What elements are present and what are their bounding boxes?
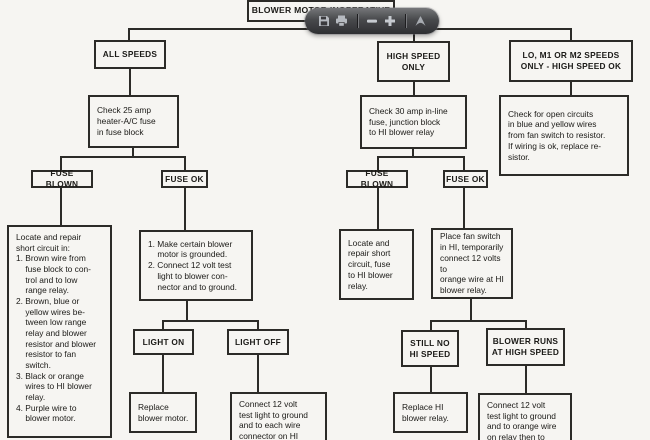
flow-node-lo-m1-m2-speeds: LO, M1 OR M2 SPEEDS ONLY - HIGH SPEED OK — [509, 40, 633, 82]
flow-node-check-25amp-fuse: Check 25 amp heater-A/C fuse in fuse blo… — [88, 95, 179, 148]
flow-node-still-no-hi-speed: STILL NO HI SPEED — [401, 330, 459, 367]
connector-line — [430, 320, 432, 331]
connector-line — [463, 186, 465, 229]
connector-line — [129, 68, 131, 96]
toolbar-separator — [404, 14, 406, 28]
connector-line — [570, 80, 572, 96]
connector-line — [413, 80, 415, 96]
flow-node-light-on: LIGHT ON — [133, 329, 194, 355]
flow-node-blower-runs-high: BLOWER RUNS AT HIGH SPEED — [486, 328, 565, 366]
floating-toolbar — [305, 8, 439, 34]
connector-line — [463, 156, 465, 171]
connector-line — [162, 320, 259, 322]
connector-line — [377, 156, 465, 158]
flow-node-high-speed-only: HIGH SPEED ONLY — [377, 41, 450, 82]
connector-line — [525, 320, 527, 329]
save-icon[interactable] — [317, 13, 330, 29]
connector-line — [128, 28, 130, 41]
flow-node-replace-relay: Replace HI blower relay. — [393, 392, 468, 433]
connector-line — [132, 146, 134, 157]
flow-node-light-off: LIGHT OFF — [227, 329, 289, 355]
connector-line — [162, 320, 164, 330]
connector-line — [377, 186, 379, 230]
zoom-out-icon[interactable] — [365, 13, 378, 29]
flow-node-replace-motor: Replace blower motor. — [129, 392, 197, 433]
flow-node-connect-orange-wire: Connect 12 volt test light to ground and… — [478, 393, 572, 440]
zoom-in-icon[interactable] — [384, 13, 397, 29]
flow-node-ground-test: 1. Make certain blower motor is grounded… — [139, 230, 253, 301]
connector-line — [413, 28, 415, 42]
flow-node-all-speeds: ALL SPEEDS — [94, 40, 166, 69]
connector-line — [525, 364, 527, 394]
flow-node-check-30amp-fuse: Check 30 amp in-line fuse, junction bloc… — [360, 95, 467, 149]
connector-line — [570, 28, 572, 41]
flow-node-place-fan-switch: Place fan switch in HI, temporarily conn… — [431, 228, 513, 299]
flow-node-fuse-ok-mid: FUSE OK — [443, 170, 488, 188]
connector-line — [257, 320, 259, 330]
connector-line — [377, 156, 379, 171]
flow-node-check-open-circuits: Check for open circuits in blue and yell… — [499, 95, 629, 176]
flow-node-short-circuit-hi: Locate and repair short circuit, fuse to… — [339, 229, 414, 300]
connector-line — [60, 156, 186, 158]
flow-node-fuse-ok-left: FUSE OK — [161, 170, 208, 188]
connector-line — [430, 365, 432, 393]
toolbar-separator — [356, 14, 358, 28]
connector-line — [60, 156, 62, 171]
flow-node-fuse-blown-mid: FUSE BLOWN — [346, 168, 408, 189]
flow-node-short-circuit-list: Locate and repair short circuit in: 1. B… — [7, 225, 112, 438]
acrobat-icon[interactable] — [414, 13, 427, 29]
connector-line — [430, 320, 527, 322]
connector-line — [470, 297, 472, 322]
connector-line — [257, 354, 259, 393]
flow-node-connect-each-wire: Connect 12 volt test light to ground and… — [230, 392, 327, 440]
connector-line — [184, 156, 186, 171]
flow-node-fuse-blown-left: FUSE BLOWN — [31, 168, 93, 189]
connector-line — [412, 148, 414, 157]
connector-line — [162, 354, 164, 393]
connector-line — [184, 186, 186, 231]
connector-line — [186, 299, 188, 322]
connector-line — [60, 186, 62, 226]
print-icon[interactable] — [335, 13, 348, 29]
